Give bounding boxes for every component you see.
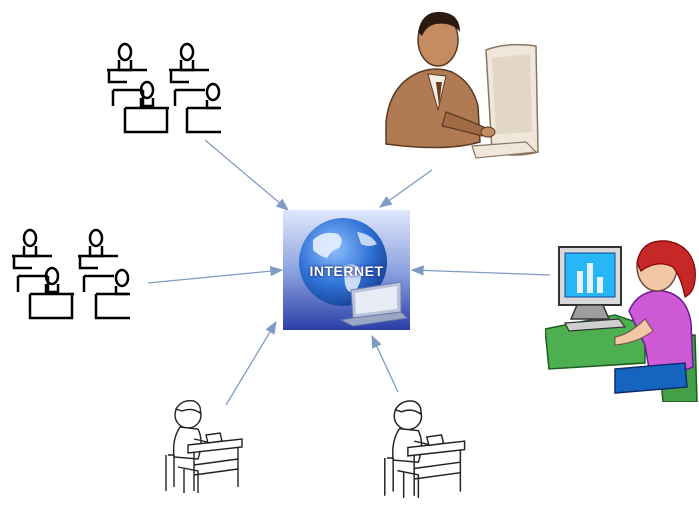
arrow-from-student-bottom-left [225, 320, 277, 406]
office-group-top-left [103, 42, 225, 137]
businessman-computer [376, 2, 542, 167]
internet-globe-icon [283, 210, 410, 330]
office-workers-group-icon [12, 228, 130, 320]
office-group-left [10, 228, 132, 323]
arrow-from-woman [410, 265, 551, 276]
student-bottom-left [158, 395, 243, 495]
arrow-from-office-group-left [147, 265, 284, 284]
student-at-desk-icon [165, 399, 243, 493]
arrow-from-office-group-top-left [204, 139, 289, 211]
woman-at-computer-icon [545, 240, 698, 402]
woman-computer [545, 237, 699, 402]
student-bottom-right [376, 395, 466, 500]
internet-hub: INTERNET [283, 210, 410, 330]
internet-label: INTERNET [309, 263, 384, 279]
arrow-from-businessman [378, 169, 433, 208]
arrow-from-student-bottom-right [371, 334, 399, 393]
office-workers-group-icon [107, 42, 221, 134]
student-at-desk-icon [384, 400, 466, 498]
businessman-at-computer-icon [385, 11, 539, 159]
